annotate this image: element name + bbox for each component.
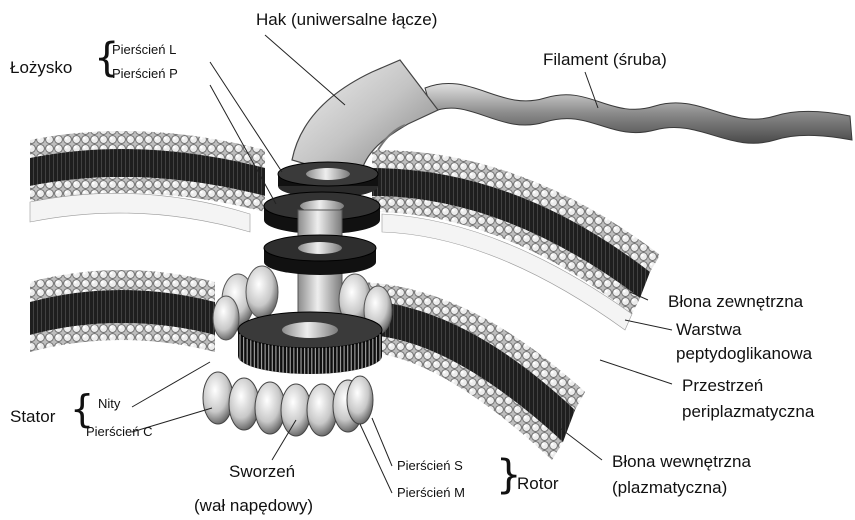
filament bbox=[425, 83, 852, 143]
periplasmic-label-line2: periplazmatyczna bbox=[682, 402, 814, 422]
inner-membrane-label-line1: Błona wewnętrzna bbox=[612, 452, 751, 472]
s-ring-label: Pierścień S bbox=[397, 458, 463, 473]
inner-membrane-label-line2: (plazmatyczna) bbox=[612, 478, 727, 498]
stator-label: Stator bbox=[10, 407, 55, 427]
peptidoglycan-label-line1: Warstwa bbox=[676, 320, 742, 340]
inner-membrane-left bbox=[30, 270, 215, 352]
m-ring bbox=[238, 312, 382, 374]
bearing-label: Łożysko bbox=[10, 58, 72, 78]
periplasmic-label-line1: Przestrzeń bbox=[682, 376, 763, 396]
outer-membrane-label: Błona zewnętrzna bbox=[668, 292, 803, 312]
filament-label: Filament (śruba) bbox=[543, 50, 667, 70]
c-ring bbox=[203, 372, 373, 436]
studs-label: Nity bbox=[98, 396, 120, 411]
s-ring bbox=[264, 235, 376, 275]
m-ring-label: Pierścień M bbox=[397, 485, 465, 500]
rotor-label: Rotor bbox=[517, 474, 559, 494]
peptidoglycan-label-line2: peptydoglikanowa bbox=[676, 344, 812, 364]
rod-label-line2: (wał napędowy) bbox=[194, 496, 313, 516]
c-ring-label: Pierścień C bbox=[86, 424, 152, 439]
hook-label: Hak (uniwersalne łącze) bbox=[256, 10, 437, 30]
inner-membrane-right bbox=[360, 282, 585, 460]
p-ring-label: Pierścień P bbox=[112, 66, 178, 81]
l-ring-label: Pierścień L bbox=[112, 42, 176, 57]
rod-label-line1: Sworzeń bbox=[229, 462, 295, 482]
stator-brace: { bbox=[70, 390, 94, 428]
